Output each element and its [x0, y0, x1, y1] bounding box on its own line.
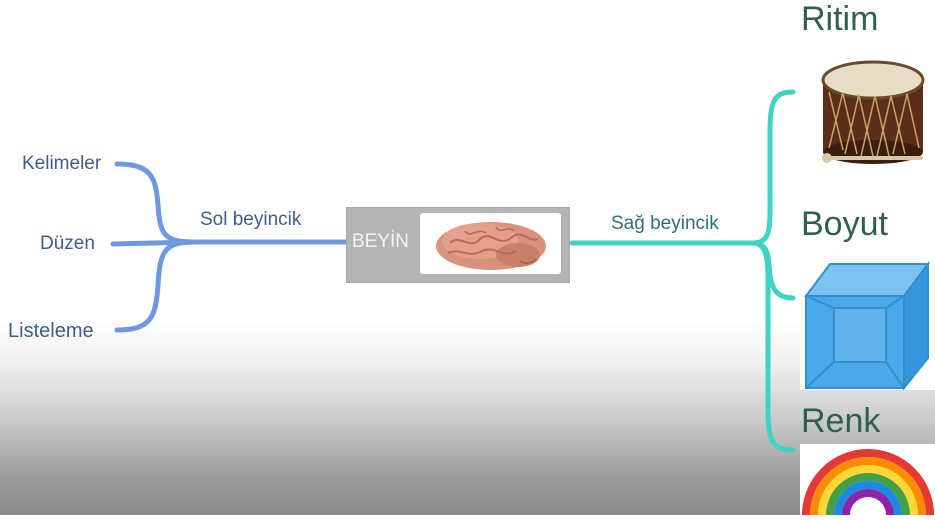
right-connector-boyut: [752, 243, 793, 298]
drum-icon: [803, 42, 935, 184]
right-connector-ritim: [752, 92, 793, 243]
right-branch-label: Sağ beyincik: [611, 213, 719, 235]
brain-icon: [420, 213, 561, 274]
left-leaf-duzen: Düzen: [40, 233, 95, 255]
left-branch-label: Sol beyincik: [200, 209, 301, 231]
left-connector-listeleme: [117, 242, 195, 330]
brain-image-frame: [420, 213, 561, 274]
rainbow-icon: [800, 444, 935, 515]
rainbow-image: [800, 444, 935, 515]
right-item-ritim-title: Ritim: [801, 0, 878, 39]
center-node-label: BEYİN: [352, 231, 409, 253]
left-leaf-kelimeler: Kelimeler: [22, 153, 101, 175]
right-connector-renk: [752, 243, 793, 450]
right-item-renk-title: Renk: [801, 402, 880, 441]
cube-icon: [800, 248, 935, 390]
left-connector-kelimeler: [117, 164, 195, 242]
cube-image: [800, 248, 935, 390]
drum-image: [803, 42, 935, 184]
left-leaf-listeleme: Listeleme: [8, 320, 94, 343]
right-item-boyut-title: Boyut: [801, 205, 888, 244]
